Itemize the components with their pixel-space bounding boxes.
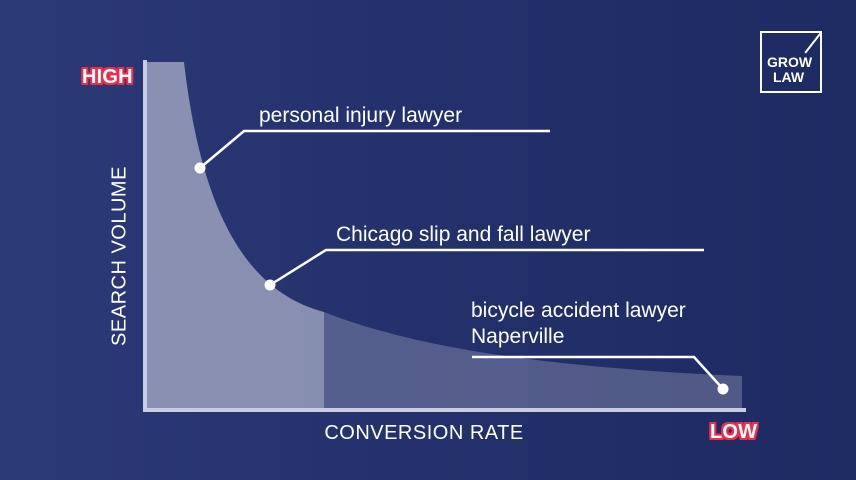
logo-text-law: LAW — [773, 69, 805, 85]
annotation-marker-1 — [194, 129, 550, 174]
x-axis-label: CONVERSION RATE — [324, 422, 524, 444]
y-tick-label-high: HIGH — [82, 66, 133, 88]
annotation-personal-injury-lawyer: personal injury lawyer — [259, 104, 463, 127]
logo-text-grow: GROW — [767, 54, 813, 70]
annotation-bicycle-accident-lawyer-naperville: bicycle accident lawyer Naperville — [471, 299, 686, 348]
annotation-marker-3 — [472, 355, 729, 395]
area-tail-region — [324, 312, 742, 410]
annotation-chicago-slip-and-fall-lawyer: Chicago slip and fall lawyer — [336, 223, 591, 246]
x-tick-label-low: LOW — [710, 421, 758, 443]
logo-slash-mark — [804, 33, 820, 54]
y-axis-label: SEARCH VOLUME — [108, 166, 131, 346]
growlaw-logo: GROW LAW — [760, 31, 822, 93]
annotation-marker-2 — [264, 248, 704, 291]
area-head-region — [145, 62, 324, 410]
